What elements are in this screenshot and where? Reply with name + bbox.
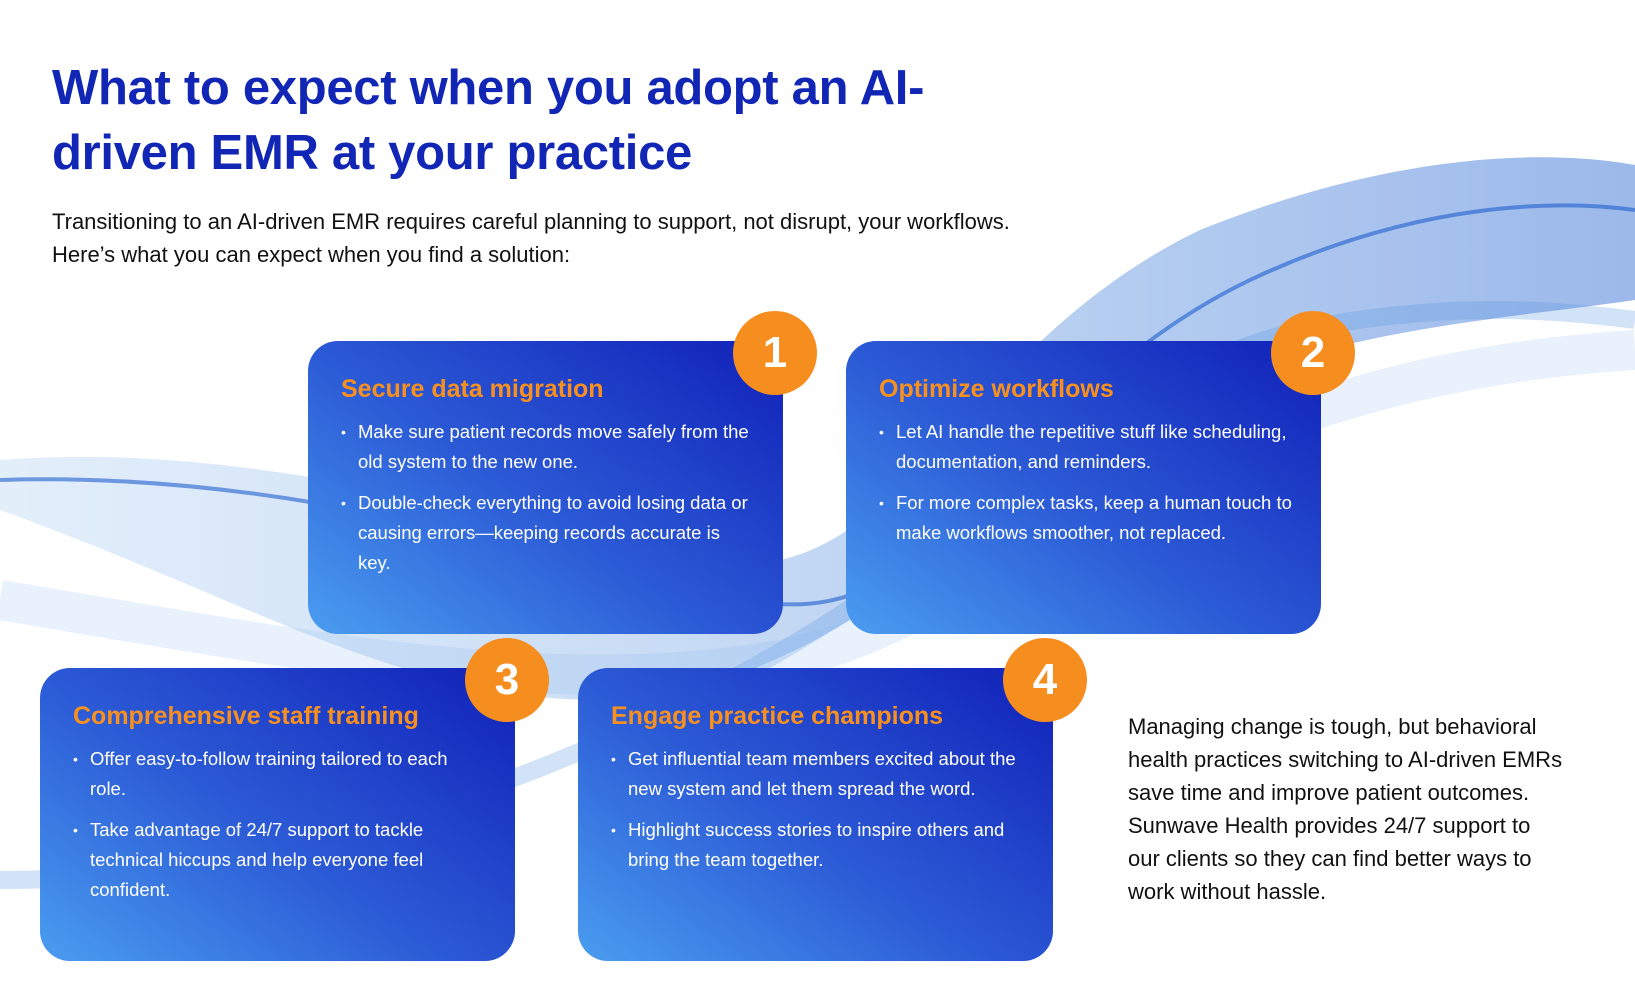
bullet-item: Let AI handle the repetitive stuff like …: [879, 417, 1293, 477]
bullet-item: Get influential team members excited abo…: [611, 744, 1025, 804]
card-heading: Optimize workflows: [879, 375, 1114, 403]
card-heading: Secure data migration: [341, 375, 604, 403]
step-number-badge: 4: [1003, 638, 1087, 722]
bullet-item: Offer easy-to-follow training tailored t…: [73, 744, 487, 804]
page-title: What to expect when you adopt an AI-driv…: [52, 61, 925, 180]
bullet-item: For more complex tasks, keep a human tou…: [879, 488, 1293, 548]
card-optimize-workflows: 2 Optimize workflows Let AI handle the r…: [846, 311, 1355, 634]
card-practice-champions: 4 Engage practice champions Get influent…: [578, 638, 1087, 961]
intro-paragraph: Transitioning to an AI-driven EMR requir…: [52, 209, 1010, 267]
card-heading: Comprehensive staff training: [73, 702, 419, 730]
step-number-badge: 1: [733, 311, 817, 395]
card-heading: Engage practice champions: [611, 702, 944, 730]
bullet-item: Make sure patient records move safely fr…: [341, 417, 755, 477]
bullet-item: Take advantage of 24/7 support to tackle…: [73, 815, 487, 905]
card-secure-data-migration: 1 Secure data migration Make sure patien…: [308, 311, 817, 634]
bullet-item: Double-check everything to avoid losing …: [341, 488, 755, 578]
closing-paragraph: Managing change is tough, but behavioral…: [1128, 714, 1563, 904]
step-number-badge: 2: [1271, 311, 1355, 395]
card-staff-training: 3 Comprehensive staff training Offer eas…: [40, 638, 549, 961]
step-number-badge: 3: [465, 638, 549, 722]
bullet-item: Highlight success stories to inspire oth…: [611, 815, 1025, 875]
